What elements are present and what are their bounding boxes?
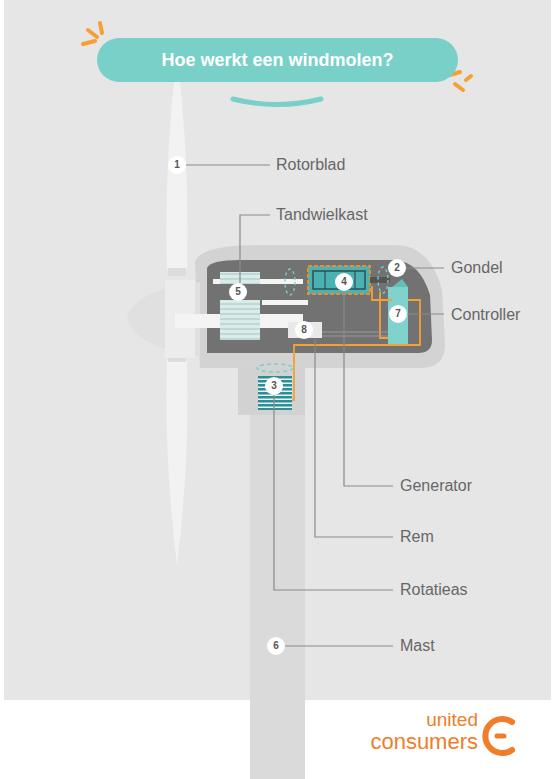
logo-text: consumers [370, 731, 478, 753]
callout-number: 6 [273, 641, 279, 651]
part-label: Gondel [451, 260, 503, 276]
callout-number: 8 [301, 325, 307, 335]
callout-number: 7 [395, 309, 401, 319]
part-label: Tandwielkast [276, 207, 368, 223]
part-label: Mast [400, 638, 435, 654]
callout-number: 3 [271, 381, 277, 391]
callout-number: 1 [174, 160, 180, 170]
part-label: Rotatieas [400, 582, 468, 598]
logo-text: united [426, 710, 478, 729]
callout-number: 5 [235, 287, 241, 297]
part-label: Rem [400, 529, 434, 545]
title-pill: Hoe werkt een windmolen? [97, 38, 458, 82]
part-label: Controller [451, 307, 520, 323]
callout-number: 2 [394, 263, 400, 273]
part-label: Generator [400, 478, 472, 494]
part-label: Rotorblad [276, 157, 345, 173]
callout-number: 4 [341, 277, 347, 287]
